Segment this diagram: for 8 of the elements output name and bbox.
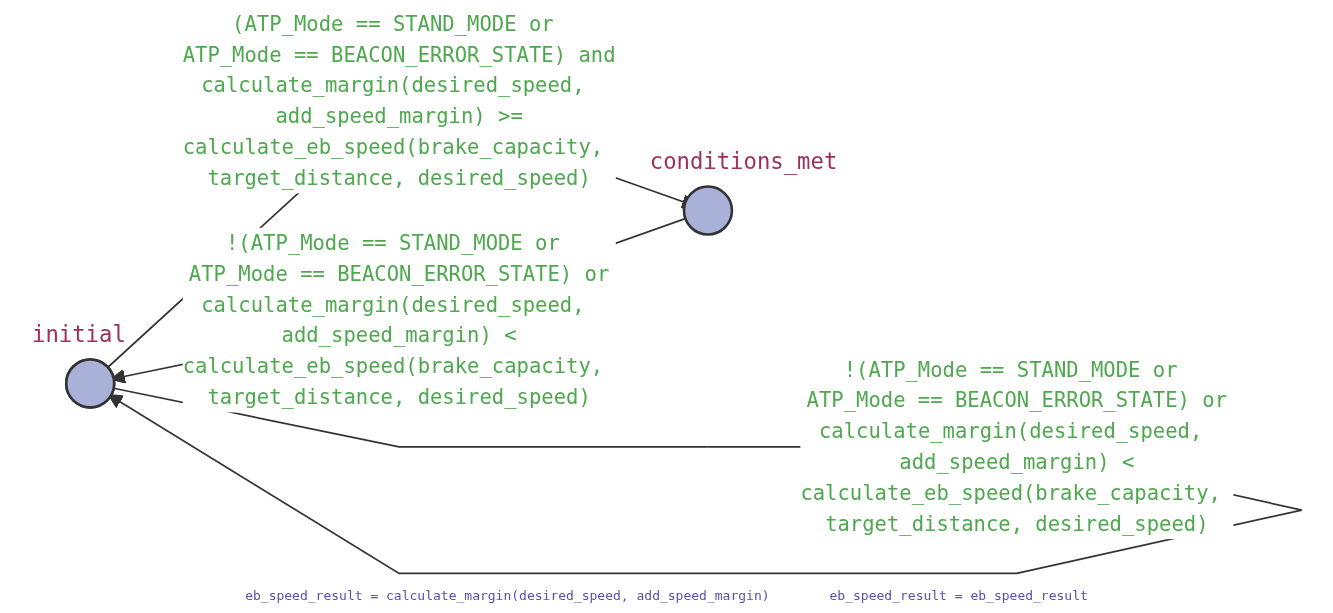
state-name: initial <box>31 321 126 348</box>
node-circle <box>682 185 733 236</box>
state-name: conditions_met <box>649 148 837 175</box>
update-label: eb_speed_result = eb_speed_result <box>829 588 1088 603</box>
edge-label: !(ATP_Mode == STAND_MODE or ATP_Mode == BEACON_ERROR_STATE) or calculate_margin(desired_speed, add_speed_margin) < calculate_eb_speed(brake_capacity, target_distance, desired_speed) <box>182 231 609 410</box>
edge-label: (ATP_Mode == STAND_MODE or ATP_Mode == BEACON_ERROR_STATE) and calculate_margin(desired_speed, add_speed_margin) >= calculate_eb_speed(brake_capacity, target_distance, desired_speed) <box>182 11 616 191</box>
edge-label: !(ATP_Mode == STAND_MODE or ATP_Mode == BEACON_ERROR_STATE) or calculate_margin(desired_speed, add_speed_margin) < calculate_eb_speed(brake_capacity, target_distance, desired_speed) <box>799 357 1227 536</box>
update-label: eb_speed_result = calculate_margin(desired_speed, add_speed_margin) <box>245 588 770 603</box>
